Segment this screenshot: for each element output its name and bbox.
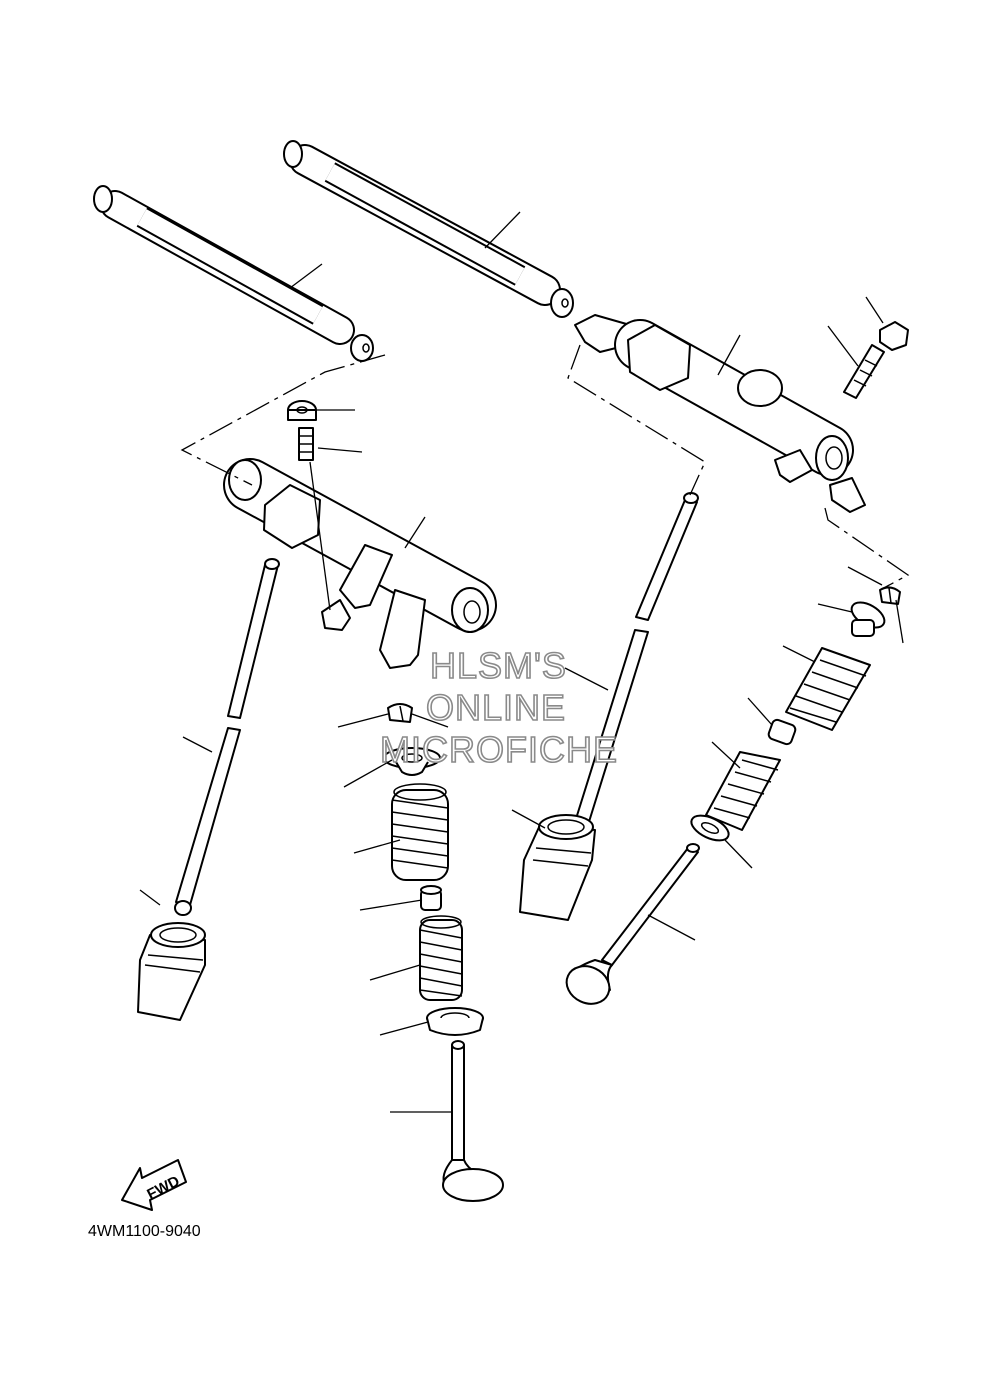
nut-12-right[interactable]: [879, 321, 909, 351]
assembly-reference-lines: [180, 344, 910, 591]
forward-direction-arrow: FWD: [121, 1159, 187, 1211]
watermark: HLSM'S ONLINE MICROFICHE: [379, 644, 618, 771]
rocker-arm-10[interactable]: [223, 458, 497, 669]
stem-seal-6-right[interactable]: [767, 718, 797, 746]
push-rod-13-center[interactable]: [283, 140, 574, 318]
outer-spring-5-right[interactable]: [785, 647, 871, 731]
adjusting-screw-11-left[interactable]: [298, 427, 331, 611]
leader-lines: [139, 211, 904, 1113]
watermark-line-3: MICROFICHE: [380, 729, 618, 770]
nut-12-left[interactable]: [287, 400, 317, 421]
stem-seal-6-left[interactable]: [420, 885, 442, 911]
valve-lifter-15-left[interactable]: [137, 922, 206, 1021]
spring-retainer-7-right[interactable]: [847, 597, 888, 637]
spring-retainer-7-left[interactable]: [383, 747, 441, 776]
valve-2[interactable]: [560, 843, 700, 1011]
valve-cotter-8-right[interactable]: [879, 586, 901, 605]
adjusting-screw-11-right[interactable]: [843, 344, 885, 399]
inner-spring-4-left[interactable]: [419, 915, 463, 1001]
watermark-line-2: ONLINE: [426, 687, 566, 728]
outer-spring-5-left[interactable]: [391, 783, 449, 881]
valve-1[interactable]: [442, 1040, 504, 1202]
diagram-code: 4WM1100-9040: [88, 1223, 201, 1240]
inner-spring-4-right[interactable]: [705, 751, 781, 831]
valve-cotter-8-left[interactable]: [387, 703, 413, 723]
valve-lifter-15-right[interactable]: [519, 814, 596, 921]
push-rod-14-left[interactable]: [174, 558, 280, 916]
push-rod-14-right[interactable]: [572, 492, 699, 836]
push-rod-13-left[interactable]: [93, 185, 374, 362]
watermark-line-1: HLSM'S: [430, 645, 567, 686]
rocker-arm-9[interactable]: [574, 314, 866, 513]
spring-seat-3-left[interactable]: [426, 1007, 484, 1036]
